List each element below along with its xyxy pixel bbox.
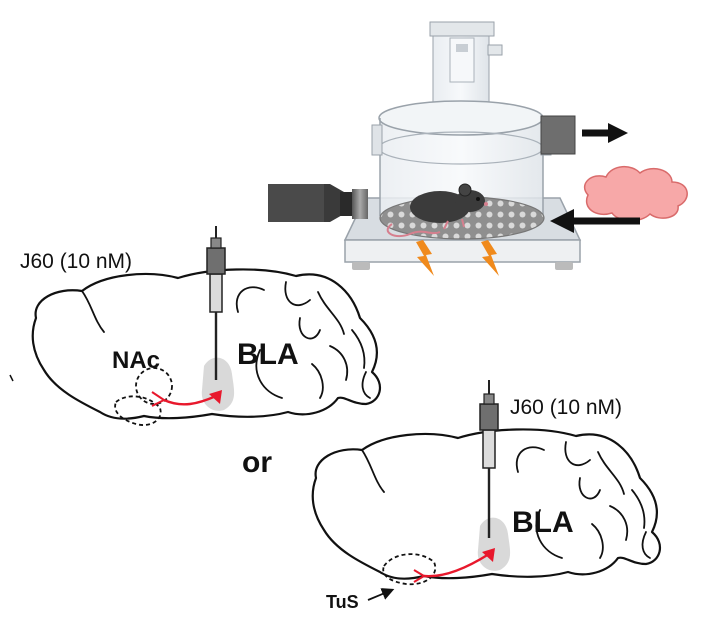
projection-nac (151, 390, 222, 407)
target-region-bla-top (201, 357, 235, 411)
drug-label-top: J60 (10 nM) (20, 250, 132, 273)
target-region-bla-bottom (477, 517, 511, 571)
cannula-icon (206, 226, 226, 380)
brain-icon (31, 268, 382, 420)
conjunction-or: or (242, 446, 272, 479)
conditioning-apparatus (268, 21, 688, 276)
region-label-bla-top: BLA (237, 338, 299, 371)
drug-label-bottom: J60 (10 nM) (510, 396, 622, 419)
region-label-tus: TuS (326, 592, 359, 612)
region-label-nac: NAc (112, 347, 160, 374)
odor-inlet-arrow (550, 209, 640, 233)
tus-pointer-arrow (367, 588, 395, 601)
brain-icon (311, 428, 662, 580)
projection-tus (413, 548, 495, 583)
odor-cloud-icon (583, 166, 688, 222)
mouse-icon (386, 183, 488, 238)
region-label-bla-bottom: BLA (512, 506, 574, 539)
shock-icon (416, 240, 499, 276)
exhaust-port (540, 115, 628, 155)
dash-mark (9, 374, 14, 382)
camera-icon (268, 184, 368, 222)
cannula-icon (479, 380, 499, 538)
